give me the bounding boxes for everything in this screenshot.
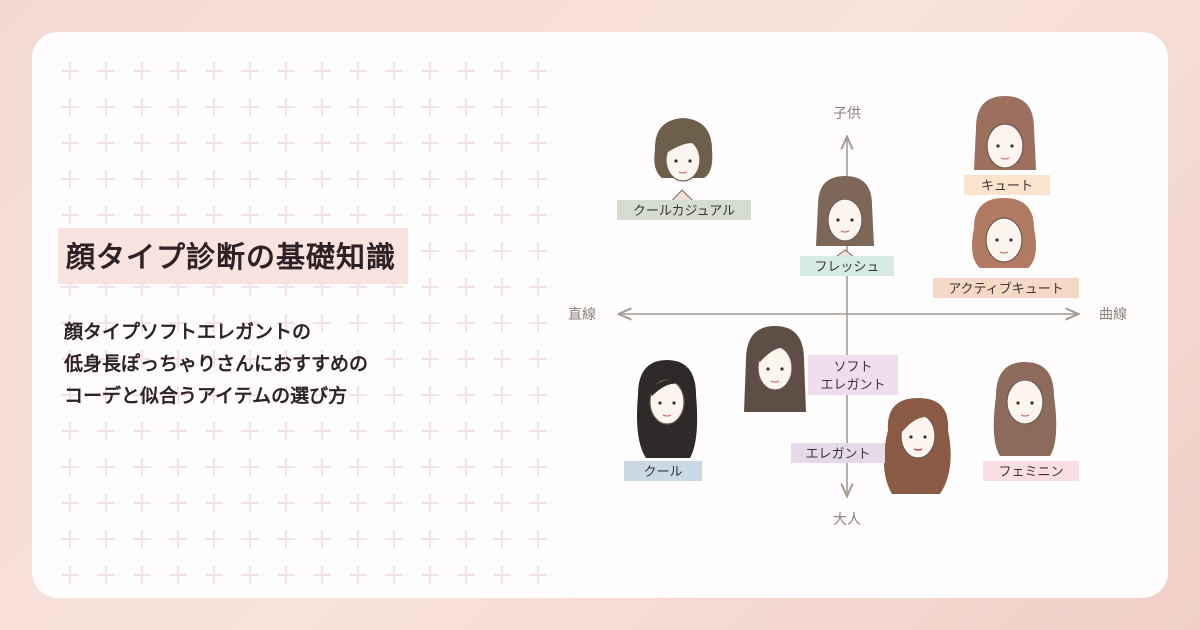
tag-elegant-bg [791, 443, 885, 463]
soft-elegant-face-illustration [744, 326, 806, 412]
axis-label-top: 子供 [833, 106, 861, 122]
feminine-face-illustration [993, 362, 1057, 456]
tag-cool-casual-bg [617, 200, 751, 220]
elegant-face-illustration [883, 398, 951, 494]
subtitle-line-1: 顔タイプソフトエレガントの [64, 321, 312, 343]
tag-cute-bg [964, 175, 1050, 195]
axis-label-right: 曲線 [1099, 307, 1127, 323]
axis-label-left: 直線 [568, 306, 596, 323]
axis-label-bottom: 大人 [833, 512, 861, 528]
active-cute-face-illustration [972, 198, 1036, 268]
plus-pattern-background [52, 54, 562, 584]
tag-soft-elegant-line-2: エレガント [820, 378, 885, 393]
tag-soft-elegant-bg [808, 355, 898, 395]
tag-active-cute: アクティブキュート [948, 281, 1064, 297]
tag-fresh: フレッシュ [814, 260, 879, 275]
fresh-face-illustration [816, 176, 874, 261]
tag-feminine: フェミニン [998, 465, 1063, 480]
tag-soft-elegant-line-1: ソフト [833, 360, 872, 375]
cool-casual-face-illustration [654, 118, 713, 206]
tag-active-cute-bg [933, 278, 1079, 298]
page-title: 顔タイプ診断の基礎知識 [58, 228, 409, 284]
tag-fresh-bg [800, 256, 894, 276]
tag-cool-casual: クールカジュアル [633, 204, 735, 219]
tag-cool: クール [643, 465, 682, 480]
tag-cute: キュート [981, 179, 1033, 194]
subtitle-line-3: コーデと似合うアイテムの選び方 [64, 385, 348, 407]
cool-face-illustration [637, 360, 698, 458]
subtitle: 顔タイプソフトエレガントの 低身長ぽっちゃりさんにおすすめの コーデと似合うアイ… [64, 316, 534, 412]
tag-feminine-bg [983, 461, 1079, 481]
subtitle-line-2: 低身長ぽっちゃりさんにおすすめの [64, 353, 369, 375]
tag-elegant: エレガント [805, 447, 870, 462]
tag-cool-bg [624, 461, 702, 481]
